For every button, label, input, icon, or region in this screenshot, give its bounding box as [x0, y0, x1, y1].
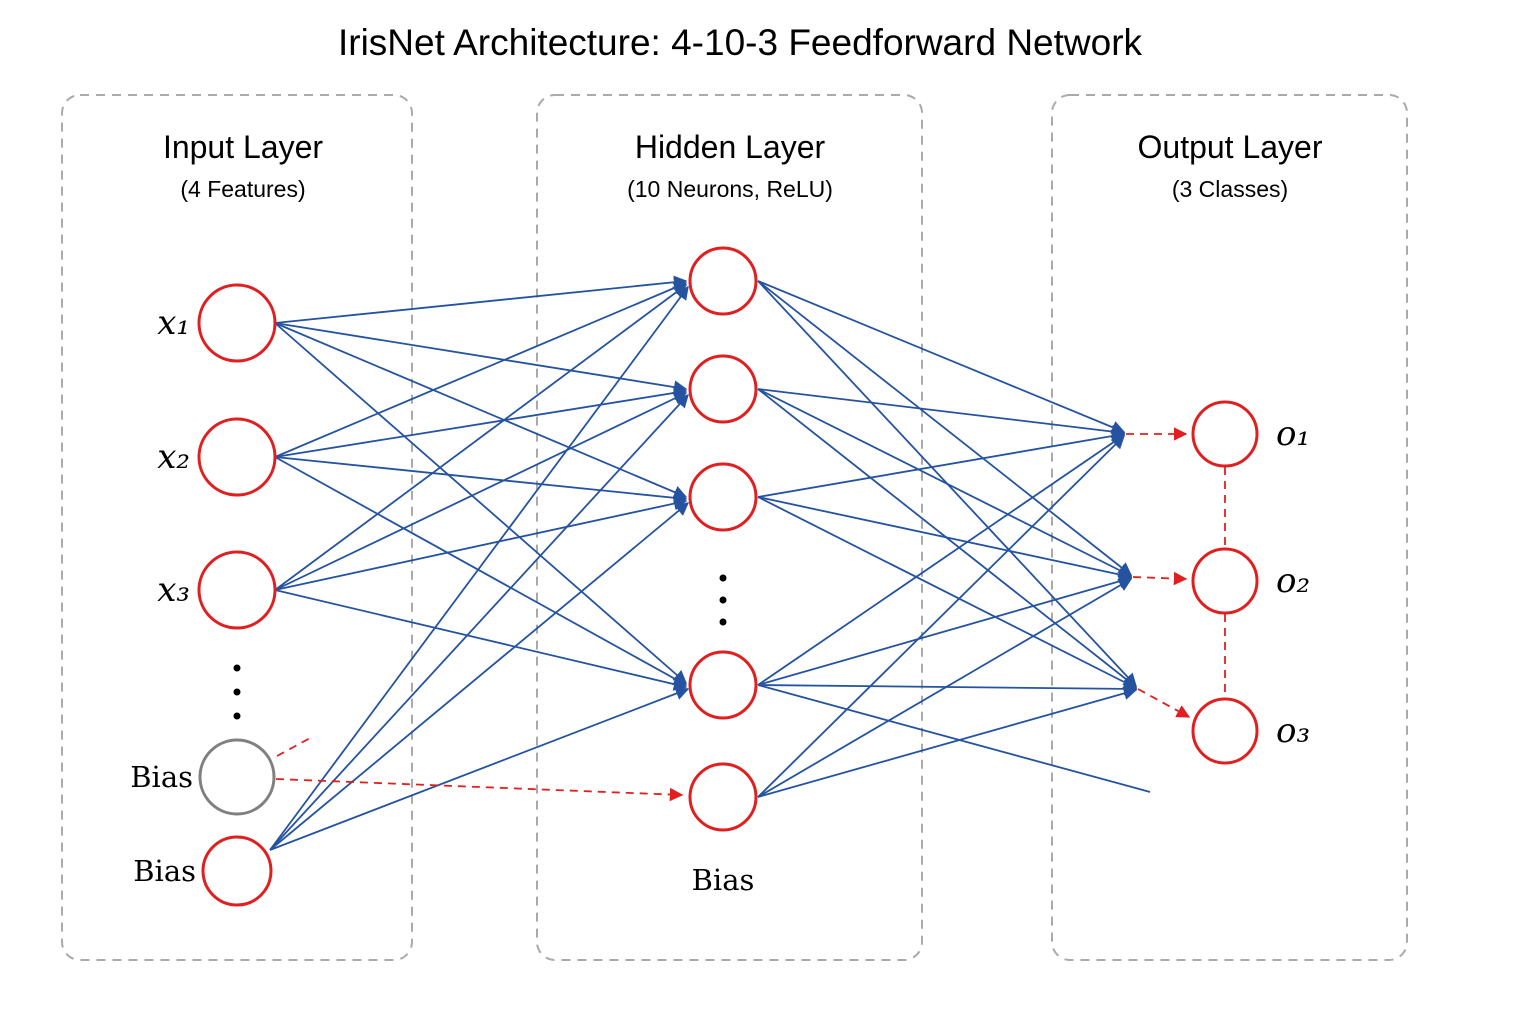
hidden-bias-node — [688, 762, 758, 832]
output-node-label-o3: o₃ — [1276, 711, 1310, 751]
input-bias-label: Bias — [130, 760, 193, 794]
ellipsis-dot — [233, 688, 241, 696]
hidden-layer-box — [536, 94, 923, 961]
hidden-layer-title: Hidden Layer — [635, 129, 826, 165]
edge-line — [757, 496, 1138, 689]
ellipsis-dot — [233, 664, 241, 672]
edge-line — [274, 456, 688, 686]
edge-line — [269, 687, 690, 851]
input-node-label-x1: x₁ — [157, 303, 190, 343]
hidden-node-4 — [688, 650, 758, 720]
edge-line — [274, 456, 688, 505]
hidden-layer-subtitle: (10 Neurons, ReLU) — [627, 176, 833, 202]
input-bias-node — [198, 738, 276, 816]
ellipsis-dot — [719, 596, 727, 604]
bias-and-output-edges — [275, 427, 1226, 802]
edge-line — [757, 434, 1126, 686]
hidden-node-2 — [688, 354, 758, 424]
edge-line — [757, 435, 1125, 798]
edge-line — [757, 686, 1138, 798]
input-bias-label-2: Bias — [133, 854, 196, 888]
output-edge — [1137, 688, 1191, 718]
edge-line — [757, 388, 1133, 577]
output-layer-nodes: o₁ o₂ o₃ — [1191, 400, 1310, 765]
edge-line — [274, 496, 688, 591]
edge-line — [274, 386, 688, 458]
hidden-node-1 — [688, 246, 758, 316]
output-layer-box — [1051, 94, 1408, 961]
hidden-bias-label: Bias — [692, 863, 755, 897]
edge-line — [757, 429, 1126, 498]
output-node-label-o2: o₂ — [1276, 561, 1310, 601]
output-layer-subtitle: (3 Classes) — [1172, 176, 1288, 202]
input-hidden-edges — [269, 275, 690, 851]
edge-line — [274, 322, 688, 499]
edge-line — [757, 280, 1126, 434]
input-layer-nodes: x₁ x₂ x₃ Bias Bias — [130, 283, 277, 907]
edge-line — [274, 322, 688, 394]
output-node-o1 — [1191, 400, 1259, 468]
output-node-o3 — [1191, 697, 1259, 765]
ellipsis-dot — [719, 618, 727, 626]
hidden-output-edges — [757, 280, 1151, 798]
edge-line — [269, 502, 690, 851]
output-node-label-o1: o₁ — [1276, 414, 1310, 454]
bias-edge — [275, 778, 684, 802]
output-node-o2 — [1191, 547, 1259, 615]
input-bias-node-2 — [201, 835, 273, 907]
edge-line — [274, 275, 688, 324]
edge-line — [269, 394, 689, 851]
edge-line — [757, 578, 1133, 798]
output-layer-title: Output Layer — [1138, 129, 1323, 165]
edge-line — [757, 496, 1133, 582]
input-layer-subtitle: (4 Features) — [180, 176, 305, 202]
hidden-layer-nodes: Bias — [688, 246, 758, 897]
output-edge — [1132, 571, 1188, 586]
input-layer-box — [61, 94, 413, 961]
input-node-label-x3: x₃ — [157, 570, 190, 610]
input-node-label-x2: x₂ — [157, 437, 190, 477]
edge-line — [274, 322, 688, 684]
input-node-x1 — [197, 283, 277, 363]
diagram-title: IrisNet Architecture: 4-10-3 Feedforward… — [338, 22, 1143, 63]
edge-line — [274, 284, 688, 591]
ellipsis-dot — [719, 574, 727, 582]
hidden-node-3 — [688, 462, 758, 532]
edge-line — [274, 281, 688, 458]
edge-line — [757, 684, 1151, 793]
bias-edge-stub — [276, 736, 313, 757]
edge-line — [757, 280, 1133, 576]
input-node-x3 — [197, 550, 277, 630]
input-node-x2 — [197, 417, 277, 497]
input-layer-title: Input Layer — [163, 129, 323, 165]
ellipsis-dot — [233, 712, 241, 720]
edge-line — [274, 392, 688, 591]
edge-line — [757, 574, 1133, 686]
edge-line — [269, 285, 689, 851]
edge-line — [274, 589, 688, 691]
edge-line — [757, 388, 1126, 439]
